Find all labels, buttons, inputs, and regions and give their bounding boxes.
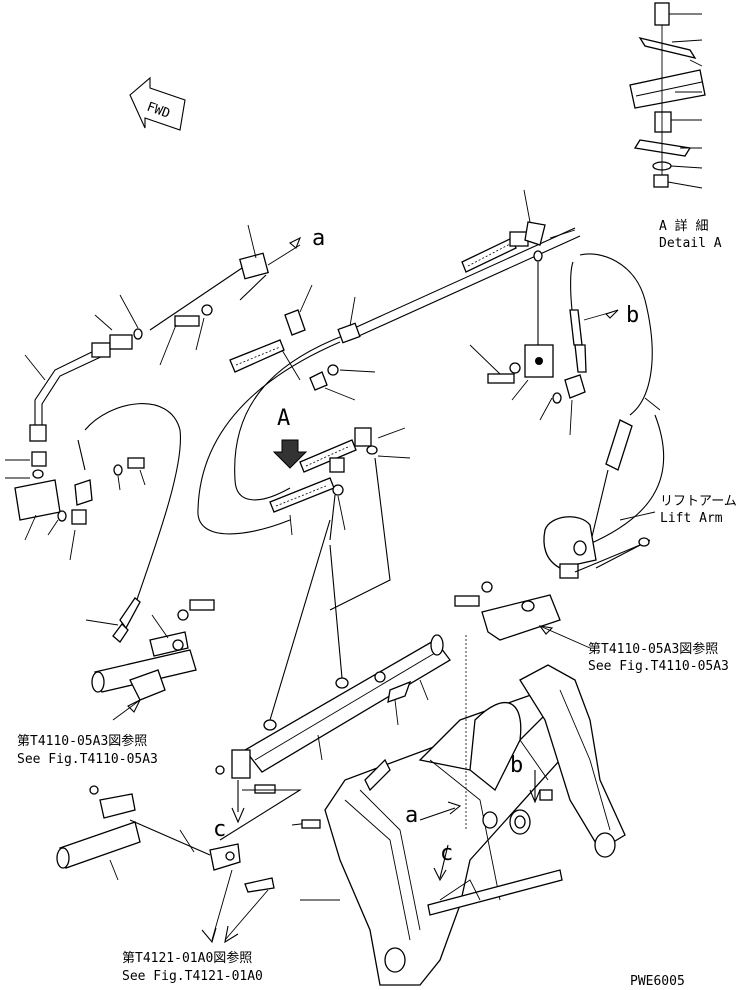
hydraulic-cylinder [244, 457, 451, 773]
ref-bottom-en-label: See Fig.T4121-01A0 [122, 969, 263, 984]
arrow-b-top-label: b [626, 303, 639, 328]
ref-right-jp-label: 第T4110-05A3図参照 [588, 641, 718, 657]
arrow-b-bottom-label: b [510, 753, 523, 778]
bottom-pin-assembly [56, 785, 275, 944]
left-hose-assembly [5, 294, 182, 643]
drawing-code: PWE6005 [630, 974, 685, 989]
long-hoses-center [197, 227, 581, 535]
left-pin-bracket [91, 599, 215, 701]
ref-left-jp-label: 第T4110-05A3図参照 [17, 733, 147, 749]
fwd-arrow-icon [129, 76, 186, 131]
arrow-a-bottom-label: a [405, 803, 418, 828]
right-hose-assembly [461, 189, 665, 549]
cylinder-mount [215, 749, 302, 841]
fwd-label: FWD [145, 100, 172, 122]
detail-a-assembly [629, 2, 706, 189]
detail-a-en-label: Detail A [659, 236, 722, 251]
view-a-fittings [269, 427, 411, 536]
arrow-a-top-label: a [312, 226, 325, 251]
lift-arm-jp-label: リフトアーム [660, 494, 737, 509]
ref-left-en-label: See Fig.T4110-05A3 [17, 752, 158, 767]
ref-right-en-label: See Fig.T4110-05A3 [588, 659, 729, 674]
ref-bottom-jp-label: 第T4121-01A0図参照 [122, 950, 252, 966]
view-a-label: A [277, 406, 290, 431]
lift-arm-en-label: Lift Arm [660, 511, 723, 526]
quick-coupler-frame [291, 635, 626, 986]
arrow-c-bottom-label: c [440, 841, 453, 866]
arrow-c-left-label: c [213, 817, 226, 842]
lift-arm-bracket [454, 511, 656, 641]
top-center-hoses [149, 224, 313, 381]
detail-a-jp-label: A 詳 細 [659, 218, 708, 234]
